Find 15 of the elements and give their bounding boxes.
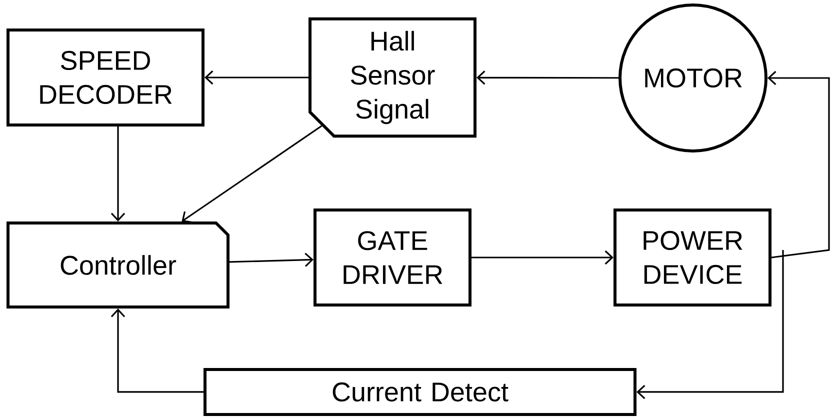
arrow bbox=[182, 125, 322, 224]
process-box: Hall Sensor Signal bbox=[308, 17, 476, 138]
process-box: Controller bbox=[6, 222, 230, 308]
arrow bbox=[636, 250, 784, 400]
process-box: Current Detect bbox=[204, 368, 636, 416]
process-box: GATE DRIVER bbox=[314, 208, 472, 306]
arrow bbox=[204, 70, 308, 85]
arrow bbox=[110, 126, 126, 222]
process-box: SPEED DECODER bbox=[6, 28, 204, 126]
arrow bbox=[229, 252, 314, 267]
arrow bbox=[768, 70, 830, 258]
arrow bbox=[476, 70, 618, 85]
process-box: POWER DEVICE bbox=[614, 208, 772, 306]
arrow bbox=[472, 250, 614, 265]
arrow bbox=[110, 308, 204, 393]
